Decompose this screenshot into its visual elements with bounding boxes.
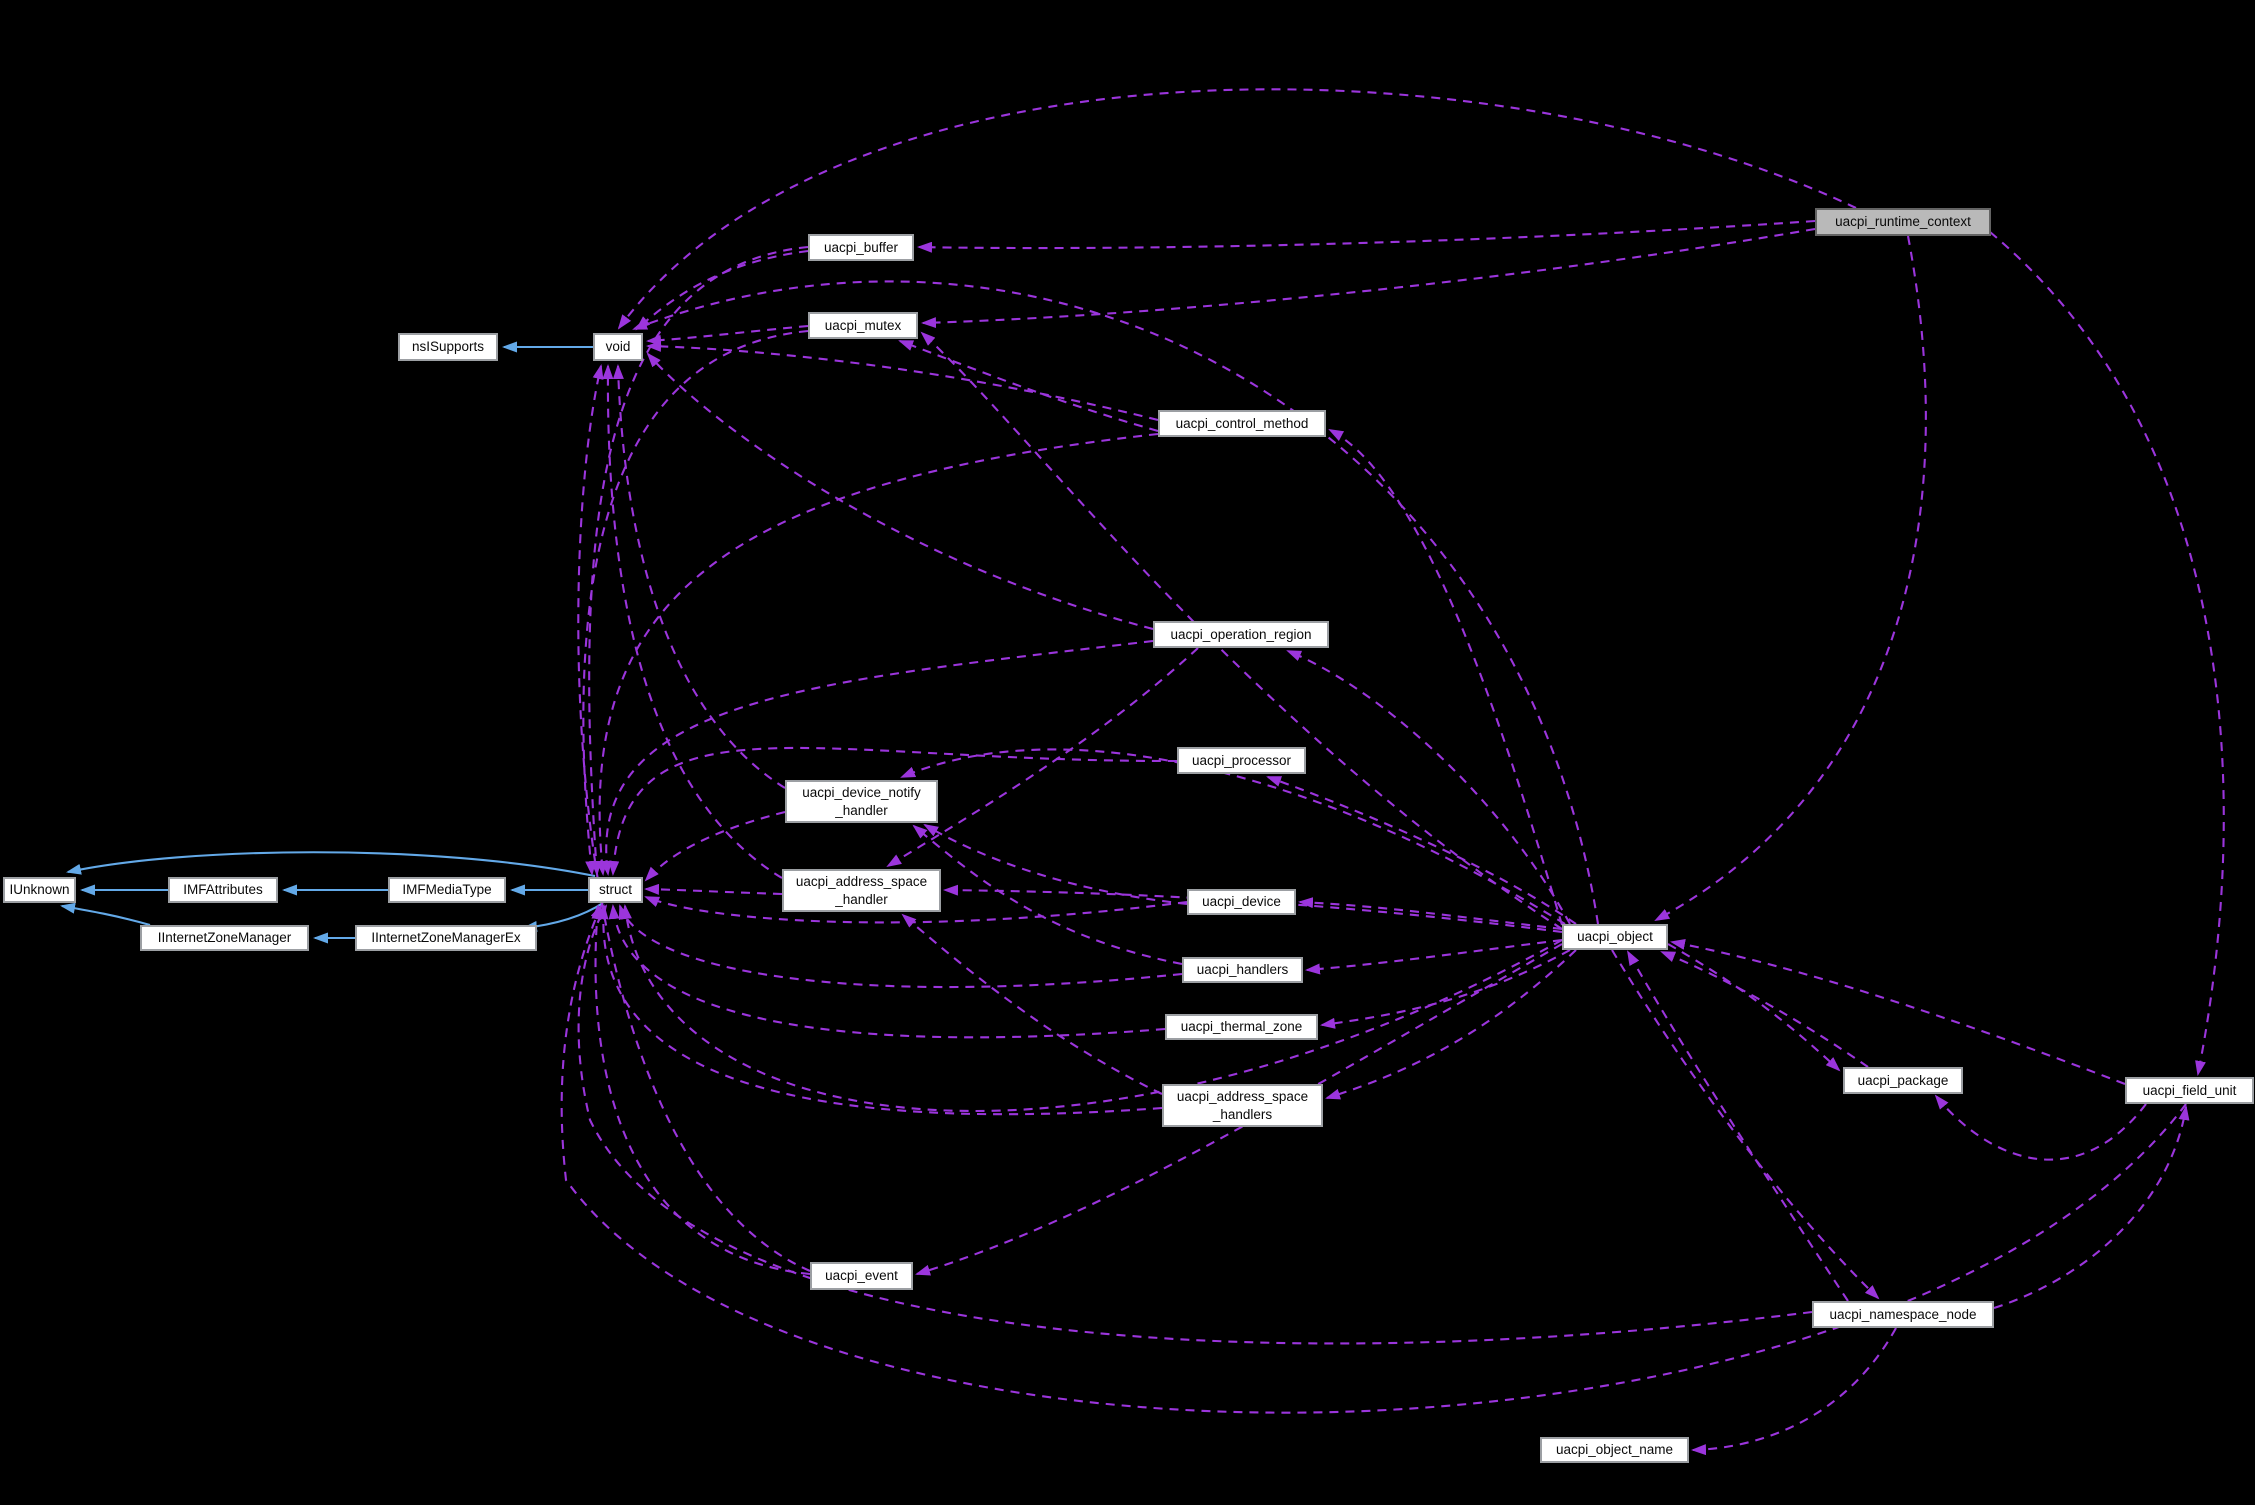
node-uacpi_operation_region[interactable]: uacpi_operation_region <box>1153 621 1329 648</box>
edge-uacpi_object-to-uacpi_device <box>1298 897 1563 931</box>
node-uacpi_processor[interactable]: uacpi_processor <box>1177 747 1306 774</box>
edge-uacpi_field_unit-to-uacpi_package <box>1934 1094 2147 1161</box>
node-uacpi_mutex[interactable]: uacpi_mutex <box>808 312 918 339</box>
node-IUnknown[interactable]: IUnknown <box>3 877 76 903</box>
edge-uacpi_mutex-to-struct <box>582 329 809 876</box>
edge-uacpi_address_space_handler-to-struct <box>644 883 783 896</box>
edge-uacpi_address_space_handlers-to-struct <box>597 904 1163 1116</box>
edge-uacpi_address_space_handlers-to-uacpi_address_space_handler <box>901 913 1163 1095</box>
edge-uacpi_namespace_node-to-uacpi_object <box>1627 950 1849 1302</box>
edge-uacpi_buffer-to-void <box>635 249 809 331</box>
edge-uacpi_object-to-void <box>632 280 1600 925</box>
node-IInternetZoneManagerEx[interactable]: IInternetZoneManagerEx <box>355 925 537 951</box>
node-uacpi_object_name[interactable]: uacpi_object_name <box>1540 1437 1689 1463</box>
edge-uacpi_object-to-uacpi_thermal_zone <box>1320 949 1571 1029</box>
edge-uacpi_runtime_context-to-void <box>617 88 1857 330</box>
node-struct[interactable]: struct <box>588 877 643 903</box>
edge-uacpi_address_space_handler-to-void <box>602 364 783 879</box>
node-uacpi_runtime_context[interactable]: uacpi_runtime_context <box>1815 208 1991 236</box>
node-nsISupports[interactable]: nsISupports <box>398 333 498 361</box>
edge-uacpi_thermal_zone-to-struct <box>608 904 1166 1039</box>
node-IInternetZoneManager[interactable]: IInternetZoneManager <box>140 925 309 951</box>
node-uacpi_device[interactable]: uacpi_device <box>1187 889 1296 915</box>
node-uacpi_device_notify_handler[interactable]: uacpi_device_notify _handler <box>785 780 938 823</box>
edge-uacpi_runtime_context-to-uacpi_buffer <box>917 219 1816 253</box>
edge-uacpi_operation_region-to-uacpi_address_space_handler <box>886 647 1199 868</box>
edge-uacpi_device_notify_handler-to-void <box>612 364 786 789</box>
edge-uacpi_device-to-struct <box>644 896 1188 924</box>
edge-uacpi_mutex-to-void <box>646 324 809 346</box>
edge-uacpi_field_unit-to-struct <box>560 904 2187 1414</box>
edge-uacpi_package-to-uacpi_object <box>1660 951 1869 1068</box>
edge-struct-to-IUnknown <box>66 851 596 878</box>
node-uacpi_control_method[interactable]: uacpi_control_method <box>1158 410 1326 437</box>
node-void[interactable]: void <box>593 333 643 361</box>
edge-uacpi_processor-to-struct <box>608 746 1178 876</box>
edge-uacpi_object-to-uacpi_mutex <box>920 331 1563 930</box>
edge-uacpi_object-to-uacpi_device_notify_handler <box>900 748 1566 925</box>
edge-uacpi_event-to-void <box>577 364 811 1272</box>
node-uacpi_package[interactable]: uacpi_package <box>1843 1067 1963 1094</box>
edge-uacpi_event-to-struct <box>591 904 811 1276</box>
edge-uacpi_namespace_node-to-struct <box>577 904 1813 1345</box>
edge-uacpi_handlers-to-uacpi_device_notify_handler <box>912 824 1183 966</box>
node-uacpi_handlers[interactable]: uacpi_handlers <box>1182 957 1303 983</box>
edge-uacpi_object-to-uacpi_operation_region <box>1286 650 1571 925</box>
node-IMFMediaType[interactable]: IMFMediaType <box>388 877 506 903</box>
edge-uacpi_runtime_context-to-uacpi_field_unit <box>1989 231 2225 1076</box>
edge-uacpi_object-to-uacpi_package <box>1667 943 1841 1072</box>
edge-uacpi_runtime_context-to-uacpi_object <box>1654 235 1927 921</box>
edge-uacpi_control_method-to-uacpi_mutex <box>898 340 1159 433</box>
edge-uacpi_object-to-uacpi_control_method <box>1328 429 1564 926</box>
node-uacpi_buffer[interactable]: uacpi_buffer <box>808 234 914 261</box>
edge-uacpi_control_method-to-struct <box>596 432 1159 876</box>
node-IMFAttributes[interactable]: IMFAttributes <box>168 877 278 903</box>
edge-uacpi_device-to-uacpi_device_notify_handler <box>923 823 1188 906</box>
edge-IInternetZoneManager-to-IUnknown <box>60 902 151 927</box>
edge-uacpi_control_method-to-void <box>646 340 1159 422</box>
node-uacpi_event[interactable]: uacpi_event <box>810 1262 913 1290</box>
edge-uacpi_buffer-to-struct <box>588 245 809 876</box>
edge-uacpi_object-to-struct <box>620 904 1563 1113</box>
edge-uacpi_object-to-uacpi_event <box>915 943 1563 1276</box>
edge-uacpi_operation_region-to-void <box>646 352 1154 631</box>
edge-uacpi_field_unit-to-uacpi_object <box>1670 939 2126 1085</box>
node-uacpi_address_space_handler[interactable]: uacpi_address_space _handler <box>782 869 941 912</box>
edge-uacpi_object-to-uacpi_address_space_handler <box>943 884 1563 934</box>
edge-uacpi_runtime_context-to-uacpi_mutex <box>921 227 1816 329</box>
edge-uacpi_handlers-to-struct <box>618 904 1183 989</box>
node-uacpi_field_unit[interactable]: uacpi_field_unit <box>2125 1077 2254 1104</box>
edge-uacpi_namespace_node-to-uacpi_object_name <box>1691 1327 1897 1456</box>
node-uacpi_object[interactable]: uacpi_object <box>1562 924 1668 950</box>
edge-uacpi_object-to-uacpi_processor <box>1266 776 1577 925</box>
node-uacpi_address_space_handlers[interactable]: uacpi_address_space _handlers <box>1162 1084 1323 1127</box>
edge-uacpi_object-to-uacpi_namespace_node <box>1611 949 1880 1300</box>
edge-uacpi_object-to-uacpi_address_space_handlers <box>1325 949 1577 1100</box>
edge-uacpi_object-to-uacpi_handlers <box>1305 938 1563 975</box>
edge-uacpi_namespace_node-to-uacpi_field_unit <box>1993 1105 2190 1309</box>
node-uacpi_namespace_node[interactable]: uacpi_namespace_node <box>1812 1301 1994 1328</box>
edge-uacpi_device_notify_handler-to-struct <box>644 810 786 882</box>
node-uacpi_thermal_zone[interactable]: uacpi_thermal_zone <box>1165 1014 1318 1040</box>
edge-uacpi_operation_region-to-struct <box>600 639 1154 876</box>
